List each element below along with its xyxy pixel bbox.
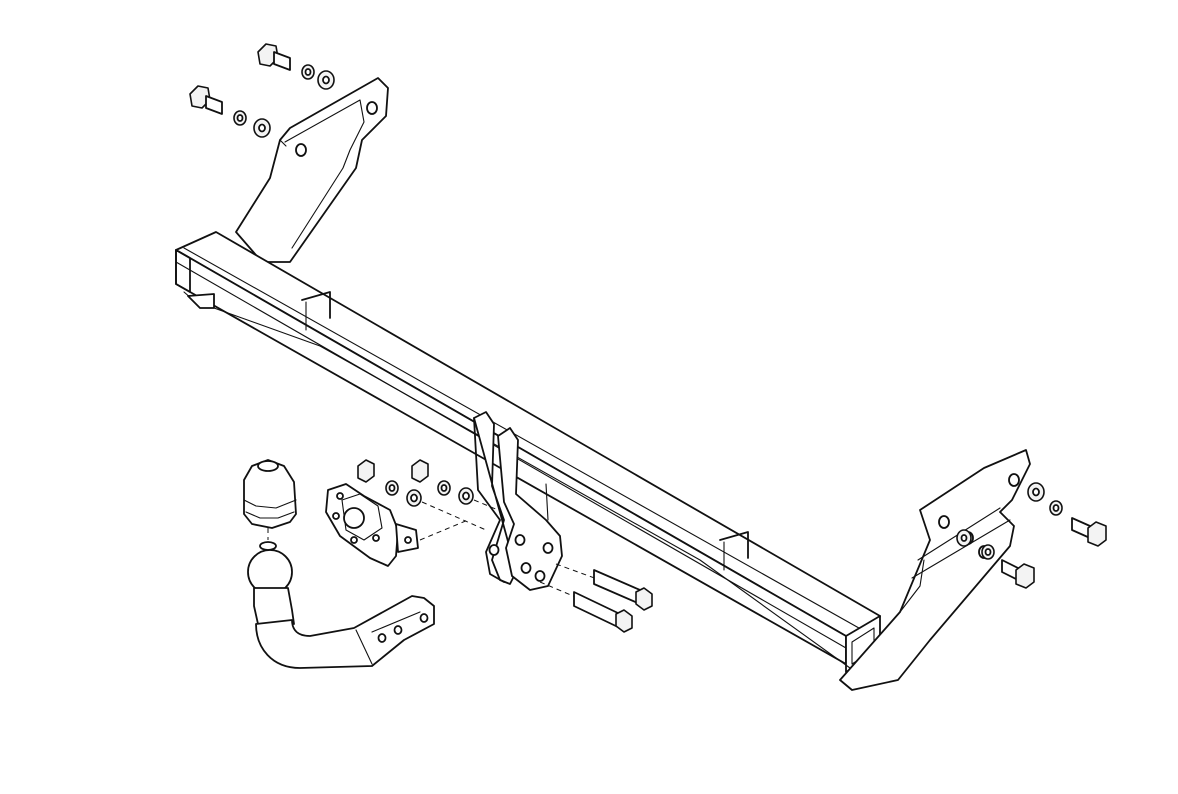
bolt-center-2 (539, 581, 633, 633)
center-bracket-hole-1 (488, 544, 500, 556)
nut-washer-set-lower (411, 459, 499, 511)
right-bracket-hole-3 (1008, 473, 1020, 487)
center-bracket-hole-3 (542, 542, 554, 554)
ball-cover-cap (243, 459, 297, 540)
bolt-upper-left-1 (257, 43, 335, 90)
left-mounting-bracket (235, 77, 389, 263)
center-bracket-hole-4 (520, 562, 532, 574)
bolt-right-2 (956, 529, 1035, 589)
tow-ball-neck (247, 541, 435, 669)
center-bracket-hole-5 (534, 570, 546, 582)
left-bracket-hole-upper (366, 101, 378, 115)
center-bracket-hole-2 (514, 534, 526, 546)
socket-plate (325, 483, 469, 567)
bolt-center-1 (555, 563, 653, 611)
nut-washer-set-upper (357, 459, 487, 531)
bolt-right-1 (1027, 482, 1107, 547)
center-drop-bracket (473, 411, 563, 591)
bolt-upper-left-2 (189, 85, 271, 138)
right-bracket-hole-1 (938, 515, 950, 529)
left-bracket-hole-lower (295, 143, 307, 157)
